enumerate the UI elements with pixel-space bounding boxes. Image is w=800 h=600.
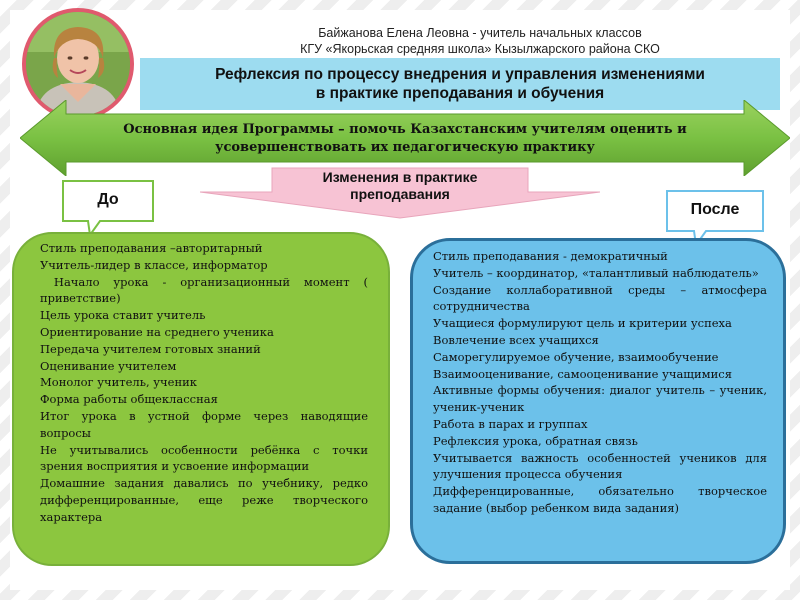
list-item: Ориентирование на среднего ученика	[30, 324, 368, 341]
list-item-text: Учащиеся формулируют цель и критерии усп…	[433, 316, 732, 331]
list-item: Вовлечение всех учащихся	[423, 332, 767, 349]
list-item-text: Рефлексия урока, обратная связь	[433, 433, 638, 448]
list-item: Домашние задания давались по учебнику, р…	[30, 475, 368, 525]
before-label: До	[97, 191, 119, 208]
list-item: Форма работы общеклассная	[30, 391, 368, 408]
changes-banner-text: Изменения в практике преподавания	[270, 169, 530, 203]
list-item-text: Форма работы общеклассная	[40, 392, 218, 407]
list-item-text: Учитель – координатор, «талантливый набл…	[433, 265, 759, 280]
list-item: Учитывается важность особенностей ученик…	[423, 450, 767, 484]
author-name-line: Байжанова Елена Леовна - учитель начальн…	[318, 26, 642, 40]
list-item-text: Работа в парах и группах	[433, 416, 588, 431]
list-item-text: Домашние задания давались по учебнику, р…	[40, 476, 368, 524]
main-idea-line-2: усовершенствовать их педагогическую прак…	[215, 140, 595, 155]
list-item-text: Ориентирование на среднего ученика	[40, 324, 274, 339]
double-arrow-shape	[20, 100, 790, 176]
list-item-text: Стиль преподавания - демократичный	[433, 249, 668, 263]
list-item: Учитель-лидер в классе, информатор	[30, 257, 368, 274]
list-item-text: Взаимооценивание, самооценивание учащими…	[433, 366, 732, 381]
list-item: Учащиеся формулируют цель и критерии усп…	[423, 315, 767, 332]
list-item-text: Начало урока - организационный момент ( …	[40, 274, 368, 306]
list-item-text: Активные формы обучения: диалог учитель …	[433, 383, 767, 415]
main-idea-text: Основная идея Программы – помочь Казахст…	[80, 121, 730, 157]
list-item: Саморегулируемое обучение, взаимообучени…	[423, 349, 767, 366]
list-item: Монолог учитель, ученик	[30, 374, 368, 391]
list-item: Начало урока - организационный момент ( …	[30, 274, 368, 308]
list-item: Не учитывались особенности ребёнка с точ…	[30, 442, 368, 476]
title-line-1: Рефлексия по процессу внедрения и управл…	[215, 66, 705, 83]
author-school-line: КГУ «Якорьская средняя школа» Кызылжарск…	[300, 42, 660, 56]
after-label: После	[690, 201, 740, 218]
list-item-text: Цель урока ставит учитель	[40, 308, 206, 323]
changes-line-2: преподавания	[350, 186, 450, 202]
list-item-text: Дифференцированные, обязательно творческ…	[433, 484, 767, 515]
list-item-text: Вовлечение всех учащихся	[433, 332, 599, 347]
list-item-text: Оценивание учителем	[40, 358, 177, 373]
list-item-text: Учитывается важность особенностей ученик…	[433, 450, 767, 482]
list-item: Взаимооценивание, самооценивание учащими…	[423, 366, 767, 383]
list-item: Дифференцированные, обязательно творческ…	[423, 483, 767, 517]
list-item: Оценивание учителем	[30, 358, 368, 375]
changes-line-1: Изменения в практике	[322, 169, 478, 185]
list-item: Передача учителем готовых знаний	[30, 341, 368, 358]
before-callout: До	[62, 180, 154, 236]
list-item: Учитель – координатор, «талантливый набл…	[423, 265, 767, 282]
list-item: Стиль преподавания - демократичный	[423, 248, 767, 265]
list-item-text: Создание коллаборативной среды – атмосфе…	[433, 282, 767, 314]
list-item: Итог урока в устной форме через наводящи…	[30, 408, 368, 442]
title-line-2: в практике преподавания и обучения	[315, 85, 605, 102]
list-item-text: Передача учителем готовых знаний	[40, 341, 261, 356]
list-item: Цель урока ставит учитель	[30, 307, 368, 324]
author-info: Байжанова Елена Леовна - учитель начальн…	[270, 25, 690, 57]
list-item-text: Монолог учитель, ученик	[40, 375, 197, 390]
list-item: Создание коллаборативной среды – атмосфе…	[423, 282, 767, 316]
list-item: Работа в парах и группах	[423, 416, 767, 433]
main-idea-line-1: Основная идея Программы – помочь Казахст…	[123, 122, 687, 137]
list-item-text: Стиль преподавания –авторитарный	[40, 241, 263, 255]
list-item: Рефлексия урока, обратная связь	[423, 433, 767, 450]
list-item: Стиль преподавания –авторитарный	[30, 240, 368, 257]
list-item-text: Учитель-лидер в классе, информатор	[40, 257, 268, 272]
list-item-text: Не учитывались особенности ребёнка с точ…	[40, 442, 368, 474]
changes-banner-shape	[200, 167, 600, 219]
list-item-text: Саморегулируемое обучение, взаимообучени…	[433, 349, 719, 364]
list-item: Активные формы обучения: диалог учитель …	[423, 382, 767, 416]
list-item-text: Итог урока в устной форме через наводящи…	[40, 408, 368, 440]
slide-title: Рефлексия по процессу внедрения и управл…	[140, 58, 780, 110]
